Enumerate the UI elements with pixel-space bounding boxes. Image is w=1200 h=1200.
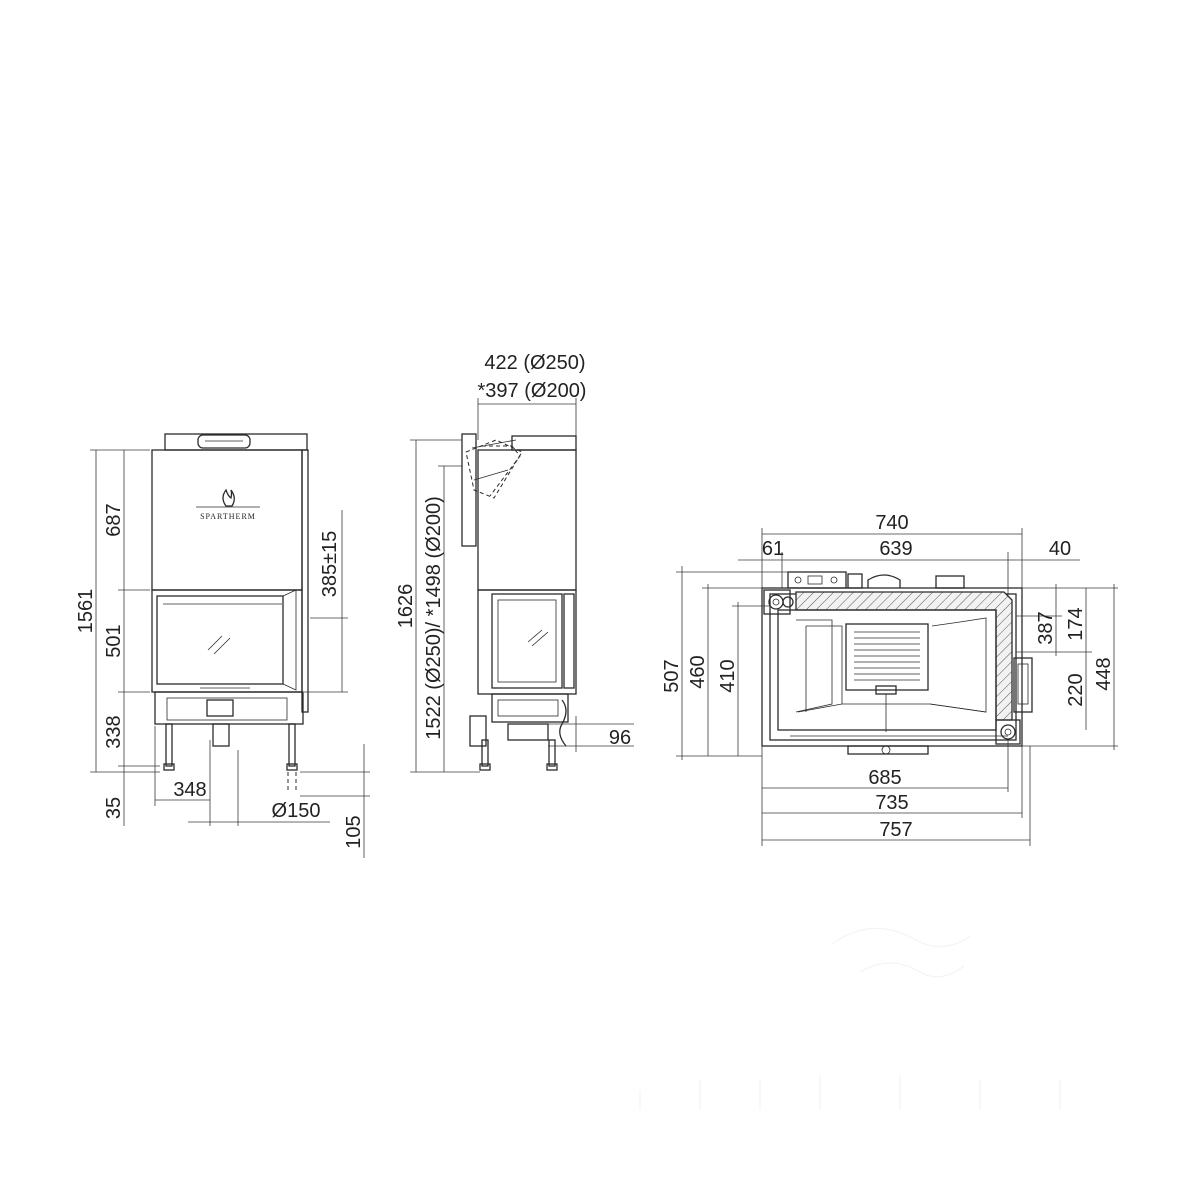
dim-422: 422 (Ø250)	[484, 352, 585, 374]
dim-507: 507	[661, 659, 683, 692]
side-top-collar	[511, 435, 577, 451]
dim-687: 687	[103, 503, 125, 536]
dim-1561: 1561	[75, 589, 97, 634]
dim-35: 35	[103, 797, 125, 819]
dim-61: 61	[762, 538, 784, 560]
dim-639: 639	[879, 538, 912, 560]
dim-150: Ø150	[272, 800, 321, 822]
dim-220: 220	[1065, 673, 1087, 706]
dim-735: 735	[875, 792, 908, 814]
side-glass-frame	[477, 589, 577, 695]
front-glass	[156, 595, 284, 685]
plan-grate	[845, 623, 929, 691]
front-leg-right	[288, 723, 296, 767]
dim-460: 460	[687, 655, 709, 688]
dim-740: 740	[875, 512, 908, 534]
front-view: SPARTHERM 1561 687 501 338	[75, 433, 370, 858]
side-view: 422 (Ø250) *397 (Ø200) 1626	[395, 352, 634, 773]
dim-448: 448	[1093, 657, 1115, 690]
plan-firebox	[777, 609, 997, 731]
front-base	[154, 691, 304, 725]
brand-label: SPARTHERM	[200, 512, 256, 521]
dim-338: 338	[103, 715, 125, 748]
dim-174: 174	[1065, 607, 1087, 640]
dim-348: 348	[173, 779, 206, 801]
side-glass	[491, 593, 563, 689]
dim-387: 387	[1035, 611, 1057, 644]
dim-757: 757	[879, 819, 912, 841]
side-base	[491, 693, 569, 723]
dim-40: 40	[1049, 538, 1071, 560]
front-leg-left	[165, 723, 173, 767]
dim-96: 96	[609, 727, 631, 749]
dim-501: 501	[103, 624, 125, 657]
dim-1522: 1522 (Ø250)/ *1498 (Ø200)	[423, 496, 445, 740]
spartherm-logo: SPARTHERM	[196, 488, 260, 521]
watermark-faint	[639, 927, 1061, 1110]
front-flue-outlet	[197, 434, 251, 449]
dim-685: 685	[868, 767, 901, 789]
dim-410: 410	[717, 659, 739, 692]
dim-105: 105	[343, 815, 365, 848]
plan-outer-body	[761, 587, 1023, 747]
dim-385: 385±15	[319, 531, 341, 598]
dim-1626: 1626	[395, 584, 417, 629]
side-upper-body	[477, 449, 577, 591]
dim-397: *397 (Ø200)	[478, 380, 587, 402]
plan-view: 740 61 639 40	[661, 512, 1118, 846]
side-flue-dashed	[465, 439, 523, 499]
